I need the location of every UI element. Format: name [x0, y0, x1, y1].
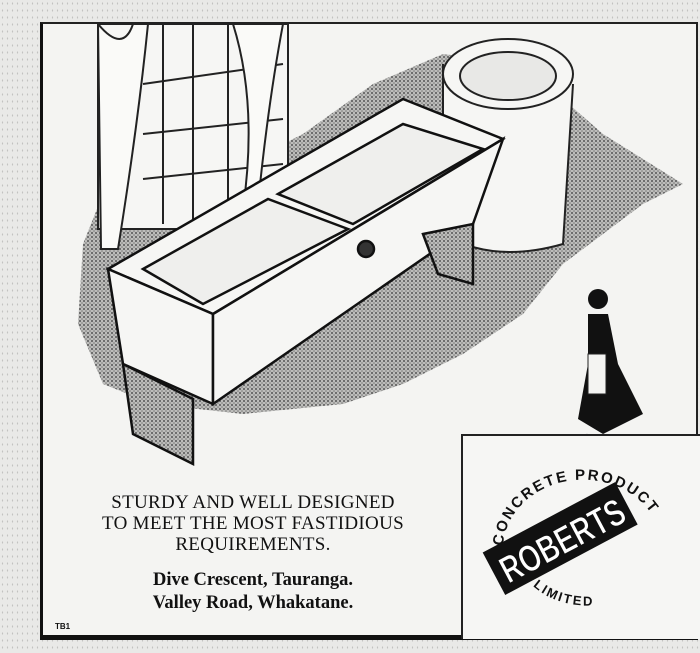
headline-line: REQUIREMENTS.	[175, 534, 331, 555]
address-line: Valley Road, Whakatane.	[152, 593, 354, 613]
twin-tub	[105, 97, 506, 467]
ad-code: TB1	[55, 622, 71, 631]
company-logo: CONCRETE PRODUCTS LIMITED ROBERTS	[457, 423, 661, 609]
address-line: Dive Crescent, Tauranga.	[152, 570, 354, 590]
headline-line: STURDY AND WELL DESIGNED	[111, 492, 395, 513]
svg-text:LIMITED: LIMITED	[531, 577, 595, 609]
advert-copy: STURDY AND WELL DESIGNED TO MEET THE MOS…	[63, 492, 443, 615]
company-logo-panel: CONCRETE PRODUCTS LIMITED ROBERTS	[457, 423, 700, 639]
logo-arc-bottom: LIMITED	[531, 577, 593, 609]
laundry-tub-illustration	[78, 24, 683, 470]
window	[96, 24, 289, 250]
headline-line: TO MEET THE MOST FASTIDIOUS	[102, 513, 404, 534]
advertisement: STURDY AND WELL DESIGNED TO MEET THE MOS…	[40, 22, 700, 640]
